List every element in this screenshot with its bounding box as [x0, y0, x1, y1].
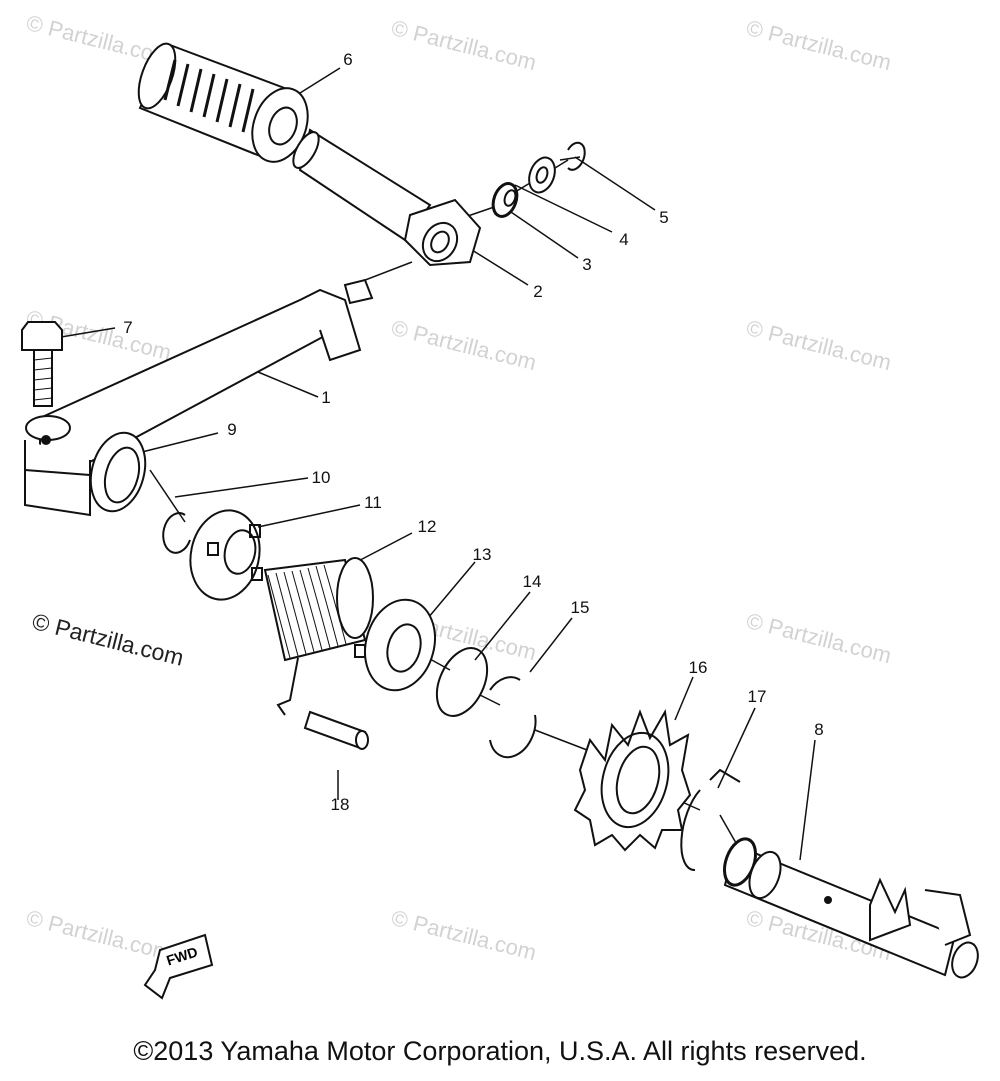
callout-13: 13 — [472, 545, 492, 564]
kick-gear — [573, 709, 692, 852]
callout-16: 16 — [688, 658, 708, 677]
callout-5: 5 — [659, 208, 669, 227]
washer — [528, 156, 556, 194]
callout-3: 3 — [582, 255, 592, 274]
callout-17: 17 — [747, 687, 767, 706]
callout-2: 2 — [533, 282, 543, 301]
callout-6: 6 — [343, 50, 353, 69]
callout-18: 18 — [330, 795, 350, 814]
kick-shaft — [722, 837, 979, 979]
exploded-view-drawing — [21, 42, 979, 1000]
callout-1: 1 — [321, 388, 331, 407]
copyright-notice: ©2013 Yamaha Motor Corporation, U.S.A. A… — [133, 1036, 867, 1066]
bolt — [21, 321, 63, 407]
pin — [303, 710, 369, 750]
callout-4: 4 — [619, 230, 629, 249]
callout-8: 8 — [814, 720, 824, 739]
callout-14: 14 — [522, 572, 542, 591]
callout-7: 7 — [123, 318, 133, 337]
fwd-arrow-icon — [143, 933, 214, 1000]
leader-lines — [60, 67, 816, 861]
callout-9: 9 — [227, 420, 237, 439]
parts-diagram: © Partzilla.com © Partzilla.com © Partzi… — [21, 10, 979, 1000]
circlip-14 — [435, 647, 489, 717]
circlip — [567, 141, 586, 171]
spring-guide — [189, 509, 263, 601]
clip — [162, 512, 191, 554]
callout-11: 11 — [364, 493, 382, 512]
kick-crank — [24, 278, 374, 517]
callout-12: 12 — [417, 517, 437, 536]
spring-plate — [354, 598, 436, 692]
clip-15 — [489, 676, 537, 759]
callout-15: 15 — [570, 598, 590, 617]
bushing — [491, 182, 519, 218]
callout-10: 10 — [311, 468, 331, 487]
torsion-spring — [263, 557, 374, 716]
oil-seal — [89, 431, 147, 513]
lever-boss — [403, 198, 482, 267]
kick-grip — [137, 42, 309, 163]
circlip-17 — [680, 768, 741, 872]
